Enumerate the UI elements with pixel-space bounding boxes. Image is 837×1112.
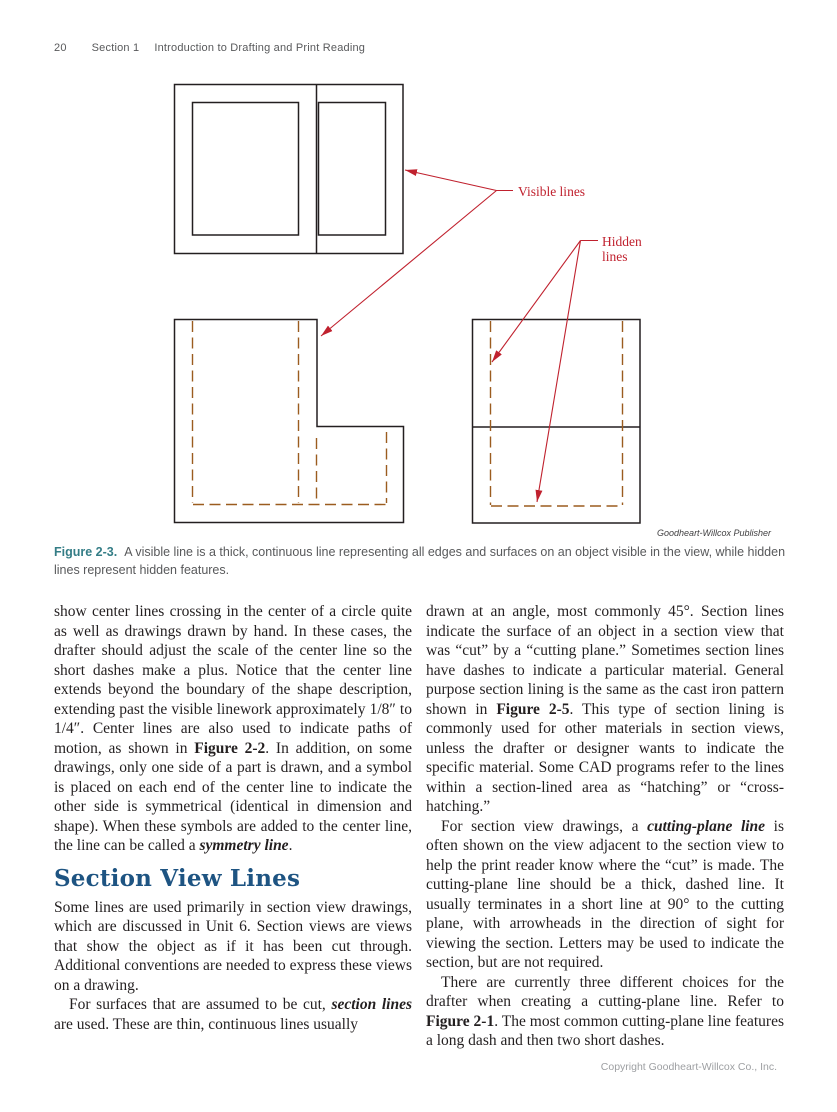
page-header: 20 Section 1 Introduction to Drafting an… [54,42,365,54]
hidden-lines-leader [491,239,598,503]
hidden-lines-label-line2: lines [602,249,628,264]
visible-lines-label: Visible lines [518,184,586,199]
right-column: drawn at an angle, most commonly 45°. Se… [426,602,784,1051]
hidden-lines-label-line1: Hidden [602,234,642,249]
figure-credit: Goodheart-Willcox Publisher [657,528,771,538]
top-view [173,83,404,255]
bottom-left-view [173,318,405,524]
header-section-label: Section 1 [91,42,140,54]
section-heading: Section View Lines [54,864,301,892]
figure-drawing [173,83,641,524]
caption-label: Figure 2-3. [54,545,118,559]
figure-caption: Figure 2-3.A visible line is a thick, co… [54,544,786,579]
bottom-right-view [471,318,641,524]
visible-lines-leader [320,169,513,337]
paragraph-center-lines: show center lines crossing in the center… [54,603,412,854]
paragraph-section-lines: For surfaces that are assumed to be cut,… [54,996,412,1033]
page-number: 20 [54,42,67,54]
paragraph-section-views-intro: Some lines are used primarily in section… [54,898,412,994]
caption-text: A visible line is a thick, continuous li… [54,545,786,577]
header-title: Introduction to Drafting and Print Readi… [154,42,366,54]
paragraph-cutting-plane-line: For section view drawings, a cutting-pla… [426,817,784,972]
footer-copyright: Copyright Goodheart-Willcox Co., Inc. [600,1061,777,1073]
paragraph-section-lining: drawn at an angle, most commonly 45°. Se… [426,603,784,815]
hidden-lines-label: Hidden lines [602,234,642,264]
left-column: show center lines crossing in the center… [54,602,412,1034]
paragraph-cutting-plane-choices: There are currently three different choi… [426,973,784,1050]
